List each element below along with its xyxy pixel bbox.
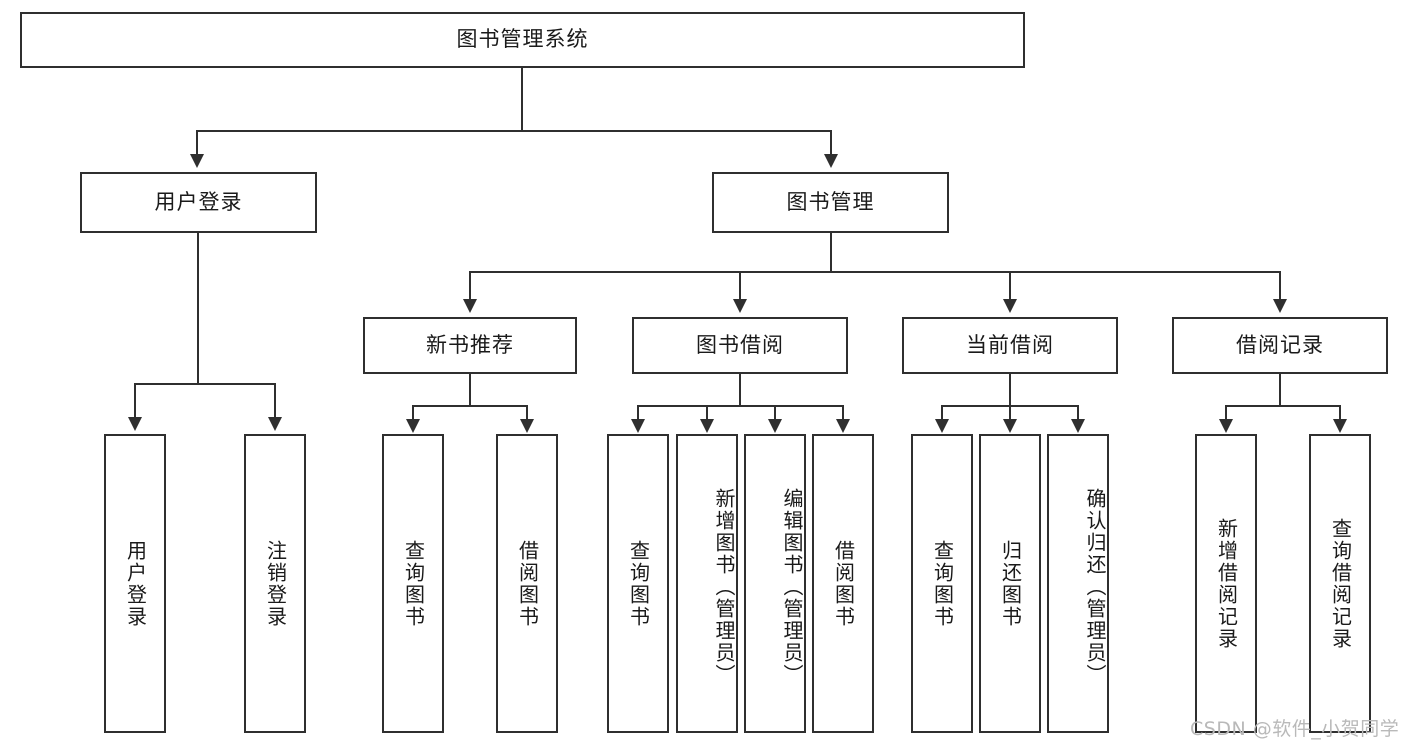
connector-userlogin-bus [134, 383, 276, 385]
leaf-add-borrow-record-label: 新增借阅记录 [1214, 517, 1239, 650]
connector-currentborrow-to-leaf2 [1009, 405, 1011, 421]
node-new-book-recommend-label: 新书推荐 [426, 332, 514, 357]
watermark: CSDN @软件_小贺同学 [1190, 718, 1400, 740]
connector-newbook-to-leaf1 [412, 405, 414, 421]
leaf-add-book[interactable]: 新增图书（管理员） [676, 434, 738, 733]
arrow-bookborrow-to-leaf3 [768, 419, 782, 433]
arrow-root-to-bookmgmt [824, 154, 838, 168]
arrow-bookborrow-to-leaf2 [700, 419, 714, 433]
arrow-root-to-userlogin [190, 154, 204, 168]
leaf-borrow-book[interactable]: 借阅图书 [812, 434, 874, 733]
connector-borrowrecord-to-leaf1 [1225, 405, 1227, 421]
connector-bookborrow-to-leaf3 [774, 405, 776, 421]
arrow-borrowrecord-to-leaf1 [1219, 419, 1233, 433]
leaf-return-book-label: 归还图书 [998, 539, 1023, 628]
connector-userlogin-to-leaf1 [134, 383, 136, 419]
connector-bookborrow-bus [637, 405, 843, 407]
leaf-borrow-book-label: 借阅图书 [831, 539, 856, 628]
connector-currentborrow-to-leaf1 [941, 405, 943, 421]
leaf-edit-book-label: 编辑图书（管理员） [780, 487, 804, 686]
node-current-borrow[interactable]: 当前借阅 [902, 317, 1118, 374]
connector-currentborrow-stem [1009, 374, 1011, 405]
connector-newbook-stem [469, 374, 471, 405]
leaf-user-login[interactable]: 用户登录 [104, 434, 166, 733]
connector-newbook-to-leaf2 [526, 405, 528, 421]
arrow-bookborrow-to-leaf1 [631, 419, 645, 433]
connector-bookborrow-stem [739, 374, 741, 405]
leaf-logout-label: 注销登录 [263, 539, 288, 628]
connector-currentborrow-to-leaf3 [1077, 405, 1079, 421]
leaf-return-book[interactable]: 归还图书 [979, 434, 1041, 733]
node-current-borrow-label: 当前借阅 [966, 332, 1054, 357]
connector-userlogin-to-leaf2 [274, 383, 276, 419]
connector-userlogin-stem [197, 233, 199, 383]
arrow-currentborrow-to-leaf3 [1071, 419, 1085, 433]
connector-root-to-userlogin [196, 130, 198, 156]
arrow-bookmgmt-to-current [1003, 299, 1017, 313]
arrow-currentborrow-to-leaf2 [1003, 419, 1017, 433]
connector-bookborrow-to-leaf1 [637, 405, 639, 421]
leaf-borrow-book-recommend[interactable]: 借阅图书 [496, 434, 558, 733]
connector-borrowrecord-to-leaf2 [1339, 405, 1341, 421]
arrow-userlogin-to-leaf1 [128, 417, 142, 431]
leaf-query-book-current[interactable]: 查询图书 [911, 434, 973, 733]
node-book-borrow[interactable]: 图书借阅 [632, 317, 848, 374]
node-book-management-label: 图书管理 [786, 189, 875, 214]
arrow-newbook-to-leaf2 [520, 419, 534, 433]
arrow-currentborrow-to-leaf1 [935, 419, 949, 433]
node-user-login-label: 用户登录 [154, 189, 243, 214]
node-new-book-recommend[interactable]: 新书推荐 [363, 317, 577, 374]
connector-newbook-bus [412, 405, 528, 407]
node-borrow-record-label: 借阅记录 [1236, 332, 1324, 357]
arrow-bookmgmt-to-record [1273, 299, 1287, 313]
leaf-query-book-recommend[interactable]: 查询图书 [382, 434, 444, 733]
connector-borrowrecord-bus [1225, 405, 1341, 407]
connector-borrowrecord-stem [1279, 374, 1281, 405]
connector-bookborrow-to-leaf4 [842, 405, 844, 421]
connector-bookmgmt-to-borrow [739, 271, 741, 301]
node-borrow-record[interactable]: 借阅记录 [1172, 317, 1388, 374]
arrow-bookborrow-to-leaf4 [836, 419, 850, 433]
leaf-logout[interactable]: 注销登录 [244, 434, 306, 733]
leaf-add-borrow-record[interactable]: 新增借阅记录 [1195, 434, 1257, 733]
arrow-bookmgmt-to-new [463, 299, 477, 313]
arrow-newbook-to-leaf1 [406, 419, 420, 433]
connector-bookborrow-to-leaf2 [706, 405, 708, 421]
leaf-query-book-current-label: 查询图书 [930, 539, 955, 628]
leaf-user-login-label: 用户登录 [123, 539, 148, 628]
node-book-borrow-label: 图书借阅 [696, 332, 784, 357]
connector-bookmgmt-to-record [1279, 271, 1281, 301]
connector-root-to-bookmgmt [830, 130, 832, 156]
leaf-confirm-return-label: 确认归还（管理员） [1083, 487, 1107, 686]
node-root-label: 图书管理系统 [456, 27, 589, 52]
leaf-edit-book[interactable]: 编辑图书（管理员） [744, 434, 806, 733]
leaf-query-book-borrow-label: 查询图书 [626, 539, 651, 628]
leaf-query-borrow-record[interactable]: 查询借阅记录 [1309, 434, 1371, 733]
arrow-borrowrecord-to-leaf2 [1333, 419, 1347, 433]
leaf-query-book-borrow[interactable]: 查询图书 [607, 434, 669, 733]
node-book-management[interactable]: 图书管理 [712, 172, 949, 233]
node-root[interactable]: 图书管理系统 [20, 12, 1025, 68]
leaf-query-borrow-record-label: 查询借阅记录 [1328, 517, 1353, 650]
node-user-login[interactable]: 用户登录 [80, 172, 317, 233]
connector-bookmgmt-to-new [469, 271, 471, 301]
connector-bookmgmt-stem [830, 233, 832, 271]
connector-root-bus [196, 130, 832, 132]
connector-root-stem [521, 68, 523, 130]
leaf-query-book-recommend-label: 查询图书 [401, 539, 426, 628]
leaf-confirm-return[interactable]: 确认归还（管理员） [1047, 434, 1109, 733]
leaf-borrow-book-recommend-label: 借阅图书 [515, 539, 540, 628]
arrow-bookmgmt-to-borrow [733, 299, 747, 313]
leaf-add-book-label: 新增图书（管理员） [712, 487, 736, 686]
arrow-userlogin-to-leaf2 [268, 417, 282, 431]
connector-bookmgmt-bus [469, 271, 1281, 273]
connector-bookmgmt-to-current [1009, 271, 1011, 301]
